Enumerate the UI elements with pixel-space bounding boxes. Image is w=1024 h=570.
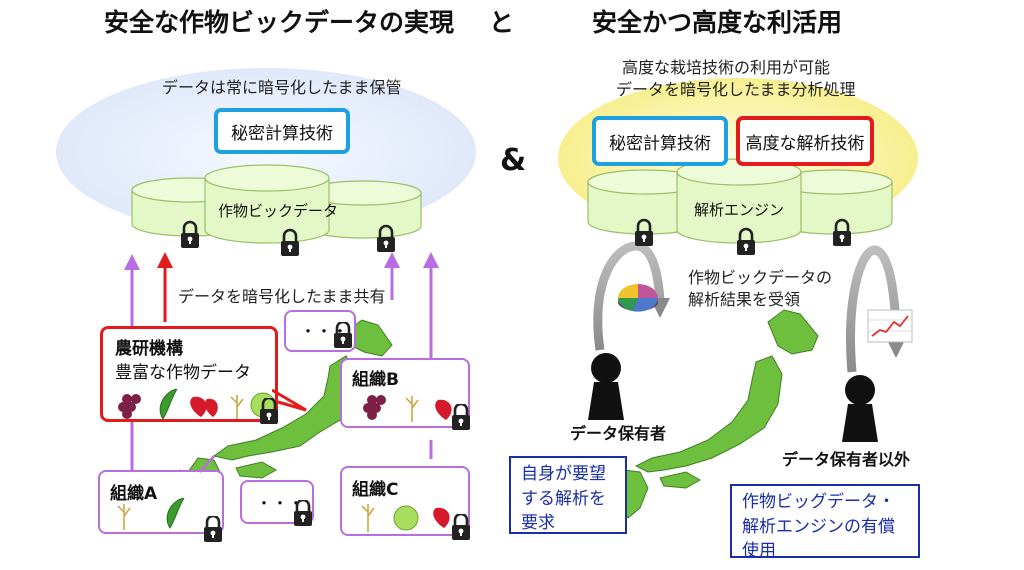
pea-pod-icon [166,498,185,529]
pea-pod-icon [159,389,178,420]
db-label: 作物ビックデータ [218,202,339,220]
org-b-label: 組織B [352,370,399,390]
secure-computation-box-left: 秘密計算技術 [214,108,350,154]
title-connector: と [489,8,515,37]
org-a-callout-tail [199,455,215,473]
right-caption-line2: データを暗号化したまま分析処理 [616,80,856,99]
person-icon [842,375,878,442]
rice-plant-icon [405,396,419,422]
lock-icon [292,500,314,528]
org-a-crops [117,498,185,530]
result-line1: 作物ビックデータの [688,268,833,287]
naro-crops [118,389,275,420]
pie-chart-icon [618,284,658,312]
lock-icon [450,514,472,542]
naro-callout-tail [272,388,307,412]
naro-callout: 農研機構 豊富な作物データ [100,326,278,422]
org-a-label: 組織A [110,484,158,504]
line-chart-icon [867,309,913,343]
japan-map-right [613,309,819,519]
org-c-callout: 組織C [340,466,470,536]
result-line2: 解析結果を受領 [688,290,801,309]
title-right: 安全かつ高度な利活用 [592,8,843,37]
advanced-analysis-box: 高度な解析技術 [736,116,874,166]
org-c-crops [361,504,450,532]
non-holder-note: 作物ビッグデータ・解析エンジンの有償使用 [730,484,920,561]
left-database-cylinders [131,164,422,244]
engine-label: 解析エンジン [694,201,785,219]
person-icon [588,353,624,420]
share-label: データを暗号化したまま共有 [178,287,386,306]
strawberry-icon [190,396,218,417]
secure-computation-box-right: 秘密計算技術 [592,116,728,166]
naro-desc: 豊富な作物データ [115,363,251,383]
holder-label: データ保有者 [570,424,667,443]
grape-icon [363,395,386,420]
arrow-heads [124,252,439,270]
cabbage-icon [393,505,419,531]
org-b-callout: 組織B [340,358,470,428]
rice-plant-icon [230,395,244,419]
curved-arrows [593,241,901,373]
holder-note: 自身が要望する解析を要求 [509,456,627,534]
right-caption-line1: 高度な栽培技術の利用が可能 [622,58,831,77]
naro-name: 農研機構 [115,339,183,359]
grape-icon [118,394,141,419]
ellipsis-bottom: ・・・ [256,494,305,513]
strawberry-icon [433,507,450,528]
right-engine-cylinders [587,158,893,244]
org-a-callout: 組織A [98,470,224,534]
rice-plant-icon [361,504,375,532]
org-b-crops [363,395,452,422]
rice-plant-icon [117,504,131,530]
arrow-head-non-holder [886,338,906,358]
strawberry-icon [435,399,452,420]
left-caption: データは常に暗号化したまま保管 [162,78,402,97]
lock-icon [332,322,354,350]
org-c-label: 組織C [352,480,399,500]
ampersand: & [500,143,527,178]
naro-lock [258,398,280,426]
lock-icon [202,516,224,544]
title-left: 安全な作物ビックデータの実現 [104,8,455,37]
non-holder-label: データ保有者以外 [782,450,911,469]
lock-icon [450,404,472,432]
